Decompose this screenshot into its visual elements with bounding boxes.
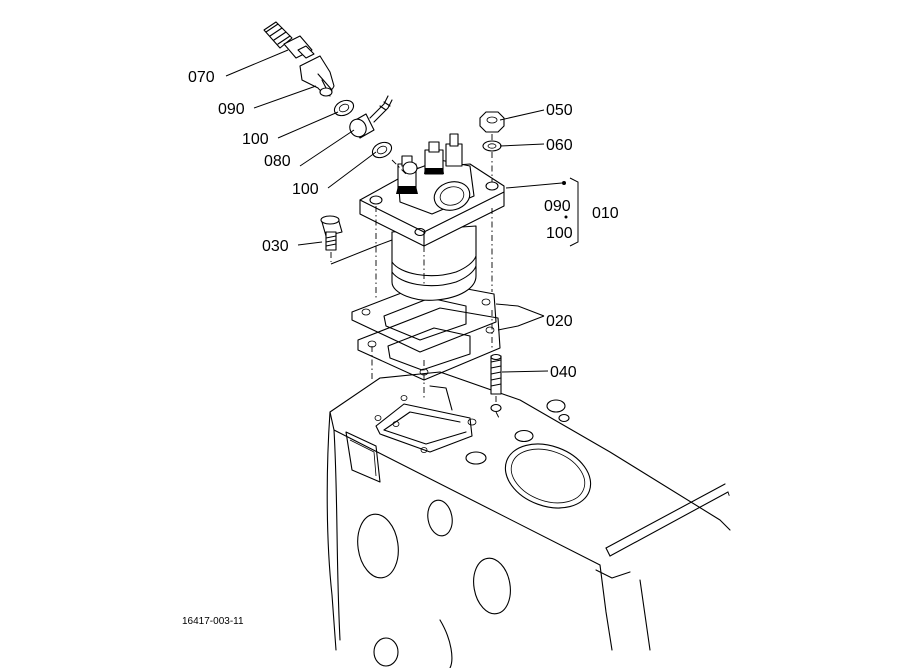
label-090-b: 090 bbox=[544, 198, 571, 215]
washer-060 bbox=[482, 140, 502, 152]
label-020: 020 bbox=[546, 313, 573, 330]
engine-block bbox=[326, 371, 731, 668]
label-100-b: 100 bbox=[292, 181, 319, 198]
bolt-030 bbox=[320, 215, 343, 251]
label-040: 040 bbox=[550, 364, 577, 381]
label-100-a: 100 bbox=[242, 131, 269, 148]
assembly-lines bbox=[330, 134, 501, 421]
fitting-080 bbox=[349, 95, 393, 139]
washer-100-b bbox=[371, 141, 393, 159]
banjo-bolt-070 bbox=[263, 21, 315, 59]
label-090-a: 090 bbox=[218, 101, 245, 118]
drawing-code: 16417-003-11 bbox=[182, 616, 244, 627]
gasket-020-lower bbox=[357, 307, 501, 381]
stud-040 bbox=[490, 353, 502, 413]
label-070: 070 bbox=[188, 69, 215, 86]
label-100-c: 100 bbox=[546, 225, 573, 242]
part-labels: 070 090 100 080 100 050 060 090 100 010 … bbox=[182, 69, 619, 627]
label-010: 010 bbox=[592, 205, 619, 222]
label-030: 030 bbox=[262, 238, 289, 255]
washer-100-a bbox=[333, 99, 355, 117]
injection-pump-010 bbox=[359, 133, 505, 301]
label-060: 060 bbox=[546, 137, 573, 154]
leader-lines bbox=[225, 49, 579, 373]
banjo-090-a bbox=[299, 55, 335, 97]
nut-050 bbox=[479, 111, 505, 133]
label-050: 050 bbox=[546, 102, 573, 119]
label-080: 080 bbox=[264, 153, 291, 170]
